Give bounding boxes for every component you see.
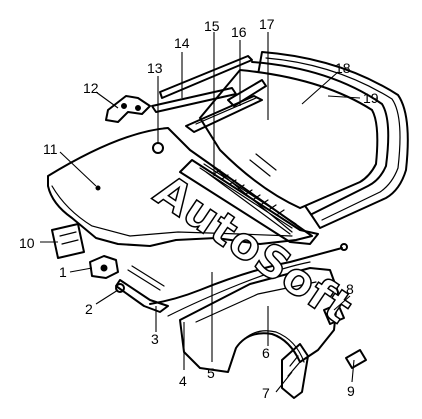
hood-release-cable-2 <box>167 261 311 317</box>
side-marker <box>323 303 345 325</box>
cowl-grille <box>199 163 297 235</box>
hood-marker-dot <box>95 185 101 191</box>
hood-panel <box>47 127 313 247</box>
windshield-molding <box>251 61 390 215</box>
fender-arch <box>235 330 305 363</box>
callout-6: 6 <box>262 345 270 361</box>
hood-lock-plate-slot <box>59 231 79 245</box>
cowl-panel <box>179 159 319 245</box>
callout-12: 12 <box>83 80 99 96</box>
wiper-blade-16-rib <box>195 97 257 125</box>
hood-release-cable <box>149 247 343 305</box>
callout-10: 10 <box>19 235 35 251</box>
windshield-seal-inner <box>265 57 401 221</box>
cable-end <box>340 243 348 251</box>
callout-4: 4 <box>179 373 187 389</box>
callout-5: 5 <box>207 365 215 381</box>
callout-13: 13 <box>147 60 163 76</box>
fender-clip <box>345 349 367 369</box>
callout-11: 11 <box>43 141 58 157</box>
hood-lock-plate <box>51 223 85 259</box>
grommet-2 <box>115 283 125 293</box>
callout-16: 16 <box>231 24 247 40</box>
hood-edge-line <box>51 185 293 237</box>
mud-flap <box>281 343 309 399</box>
fender-crease <box>195 281 317 323</box>
glass-reflection-2 <box>255 153 277 171</box>
callout-17: 17 <box>259 16 275 32</box>
hinge-bolt-1 <box>121 103 127 109</box>
windshield-seal <box>249 51 409 229</box>
callout-18: 18 <box>335 60 351 76</box>
callout-19: 19 <box>363 90 379 106</box>
grommet-13 <box>152 142 164 154</box>
hood-latch <box>89 255 119 279</box>
wiper-arm-16 <box>227 79 267 107</box>
callout-8: 8 <box>346 281 354 297</box>
wiper-arm-14 <box>159 55 253 99</box>
hinge-bolt-2 <box>135 105 141 111</box>
hood-release-handle <box>115 279 169 313</box>
windshield-glass <box>198 68 379 210</box>
callout-14: 14 <box>174 35 190 51</box>
glass-reflection-1 <box>249 159 271 177</box>
latch-pivot <box>100 264 108 272</box>
callout-9: 9 <box>347 383 355 399</box>
wiper-arm-14-link <box>151 87 237 113</box>
callout-15: 15 <box>204 18 220 34</box>
callout-7: 7 <box>262 385 270 401</box>
hood-hinge <box>105 95 151 123</box>
hood-release-handle-grip <box>127 265 165 291</box>
callout-3: 3 <box>151 331 159 347</box>
callout-1: 1 <box>59 264 67 280</box>
leader-lines <box>40 32 361 393</box>
callout-2: 2 <box>85 301 93 317</box>
wiper-blade-16 <box>185 95 263 133</box>
